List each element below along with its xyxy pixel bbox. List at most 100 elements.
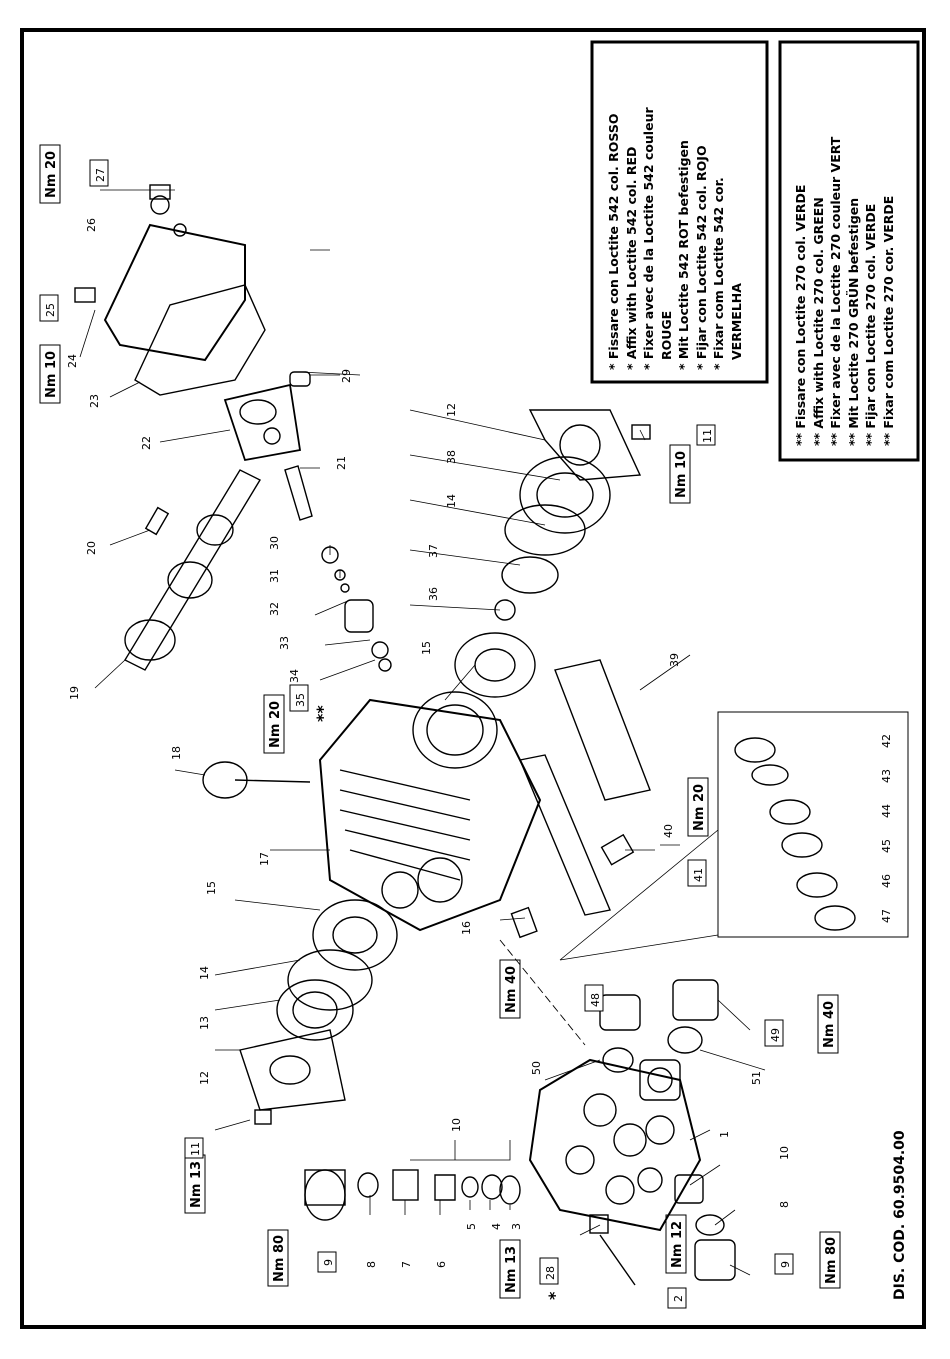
pump-body-illustration xyxy=(318,691,542,932)
part-label-45: 45 xyxy=(880,839,893,853)
note-line: ** Fixer avec de la Loctite 270 couleur … xyxy=(828,136,843,446)
note-line: ROUGE xyxy=(658,310,674,360)
drawing-code: DIS. COD. 60.9504.00 xyxy=(892,1130,908,1300)
part-label-14-left: 14 xyxy=(198,966,211,980)
note-box-single-star xyxy=(590,40,769,384)
part-label-30: 30 xyxy=(268,536,281,550)
part-label-15-right: 15 xyxy=(420,641,433,655)
note-line: ** Affix with Loctite 270 col. GREEN xyxy=(810,197,826,446)
torque-label-nm13-bottom: Nm 13 xyxy=(504,1246,519,1293)
part-label-17: 17 xyxy=(258,852,271,866)
note-line: * Affix with Loctite 542 col. RED xyxy=(623,146,639,370)
part-label-4: 4 xyxy=(490,1223,503,1230)
part-label-12-right: 12 xyxy=(445,403,458,417)
part-label-33: 33 xyxy=(278,636,291,650)
connecting-rod-illustration xyxy=(223,371,311,462)
part-label-43: 43 xyxy=(880,769,893,783)
note-line: ** Fissare con Loctite 270 col. VERDE xyxy=(793,184,808,446)
part-label-19: 19 xyxy=(68,686,81,700)
part-label-10-top: 10 xyxy=(450,1118,463,1132)
part-label-14-right: 14 xyxy=(445,494,458,508)
torque-label-nm10-right: Nm 10 xyxy=(674,451,689,498)
bearing-right-illustration xyxy=(454,409,651,698)
part-label-22: 22 xyxy=(140,436,153,450)
part-label-3: 3 xyxy=(510,1223,523,1230)
part-label-44: 44 xyxy=(880,804,893,818)
note-line: ** Fijar con Loctite 270 col. VERDE xyxy=(863,203,878,446)
part-label-10-right: 10 xyxy=(778,1146,791,1160)
part-label-38: 38 xyxy=(445,450,458,464)
seal-kit-inset-illustration xyxy=(734,737,856,931)
plug-parts-illustration xyxy=(589,833,736,1286)
part-label-23: 23 xyxy=(88,394,101,408)
part-label-13: 13 xyxy=(198,1016,211,1030)
part-label-50: 50 xyxy=(530,1061,543,1075)
part-label-36: 36 xyxy=(427,587,440,601)
loctite-270-notes: ** Fissare con Loctite 270 col. VERDE **… xyxy=(792,137,897,446)
box-label-9-right: 9 xyxy=(779,1261,792,1268)
torque-label-nm20-top: Nm 20 xyxy=(44,151,59,198)
part-label-5: 5 xyxy=(465,1223,478,1230)
box-label-27: 27 xyxy=(94,168,107,182)
box-label-9-left: 9 xyxy=(322,1259,335,1266)
part-label-32: 32 xyxy=(268,602,281,616)
loctite-marker-double: ** xyxy=(313,705,332,722)
note-line: * Fixer avec de la Loctite 542 couleur xyxy=(641,107,656,370)
loctite-marker-single: * xyxy=(545,1291,564,1300)
note-line: * Fissare con Loctite 542 col. ROSSO xyxy=(606,113,621,370)
part-label-46: 46 xyxy=(880,874,893,888)
part-label-37: 37 xyxy=(427,544,440,558)
part-label-20: 20 xyxy=(85,541,98,555)
part-label-18: 18 xyxy=(170,746,183,760)
part-label-8-left: 8 xyxy=(365,1261,378,1268)
part-label-51: 51 xyxy=(750,1071,763,1085)
part-label-40: 40 xyxy=(662,824,675,838)
crankshaft-illustration xyxy=(124,469,261,671)
manifold-head-illustration xyxy=(528,1058,702,1232)
box-label-35: 35 xyxy=(294,693,307,707)
box-label-49: 49 xyxy=(769,1028,782,1042)
box-label-11-right: 11 xyxy=(701,429,714,443)
torque-label-nm10-top: Nm 10 xyxy=(44,351,59,398)
part-label-47: 47 xyxy=(880,909,893,923)
torque-label-nm13-left: Nm 13 xyxy=(189,1161,204,1208)
torque-label-nm20-right: Nm 20 xyxy=(692,784,707,831)
part-label-31: 31 xyxy=(268,569,281,583)
part-label-16: 16 xyxy=(460,921,473,935)
note-line: * Mit Loctite 542 ROT befestigen xyxy=(676,140,691,370)
part-label-26: 26 xyxy=(85,218,98,232)
part-label-21: 21 xyxy=(335,456,348,470)
note-line: VERMELHA xyxy=(728,283,744,360)
note-line: ** Fixar com Loctite 270 cor. VERDE xyxy=(880,195,896,446)
box-label-41: 41 xyxy=(692,868,705,882)
part-label-42: 42 xyxy=(880,734,893,748)
torque-label-nm20-center: Nm 20 xyxy=(268,701,283,748)
part-label-1: 1 xyxy=(718,1131,731,1138)
part-label-8-right: 8 xyxy=(778,1201,791,1208)
box-label-48: 48 xyxy=(589,993,602,1007)
rear-cover-illustration xyxy=(74,184,266,396)
note-line: * Fijar con Loctite 542 col. ROJO xyxy=(693,145,709,370)
box-label-25: 25 xyxy=(44,303,57,317)
part-label-24: 24 xyxy=(66,354,79,368)
valve-parts-illustration xyxy=(304,906,538,1221)
loctite-542-notes: * Fissare con Loctite 542 col. ROSSO * A… xyxy=(605,107,745,370)
part-label-6: 6 xyxy=(435,1261,448,1268)
part-label-7: 7 xyxy=(400,1261,413,1268)
part-label-15-left: 15 xyxy=(205,881,218,895)
note-box-double-star xyxy=(778,40,920,462)
box-label-11-left: 11 xyxy=(189,1142,202,1156)
torque-label-nm80-left: Nm 80 xyxy=(272,1235,287,1282)
oil-sight-glass-illustration xyxy=(202,761,311,799)
note-line: ** Mit Loctite 270 GRÜN befestigen xyxy=(845,197,861,446)
part-label-34: 34 xyxy=(288,669,301,683)
part-label-29: 29 xyxy=(340,369,353,383)
part-label-39: 39 xyxy=(668,653,681,667)
plunger-guide-illustration xyxy=(284,465,392,672)
torque-label-nm12: Nm 12 xyxy=(670,1221,685,1268)
drawing-frame xyxy=(20,28,926,1329)
box-label-28: 28 xyxy=(544,1266,557,1280)
torque-label-nm80-right: Nm 80 xyxy=(824,1237,839,1284)
bearing-left-illustration xyxy=(239,899,398,1125)
